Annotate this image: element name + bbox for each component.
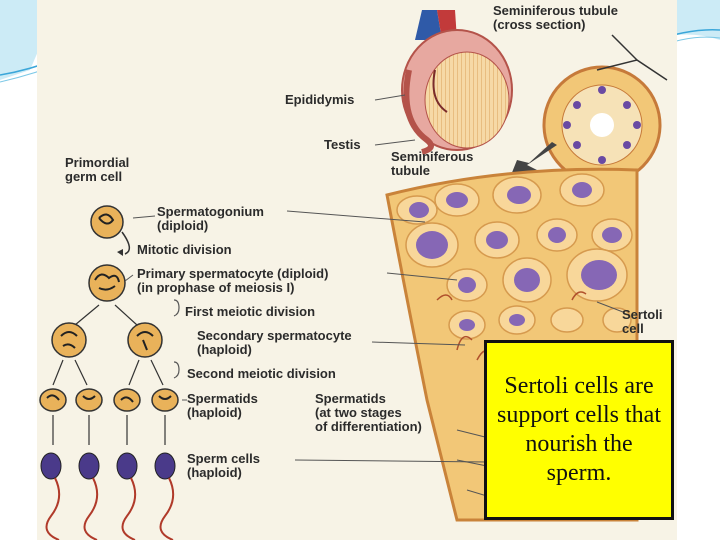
secondary-spermatocyte-label: Secondary spermatocyte (haploid)	[197, 328, 352, 357]
sperm-cells-label: Sperm cells (haploid)	[187, 451, 260, 480]
epididymis-label: Epididymis	[285, 92, 355, 107]
seminiferous-tubule-cross-section-label: Seminiferous tubule (cross section)	[493, 3, 618, 32]
bracket-marks	[173, 299, 180, 379]
first-meiotic-division-label: First meiotic division	[185, 304, 316, 319]
sertoli-callout-text: Sertoli cells are support cells that nou…	[497, 373, 661, 486]
spermatids-two-stages-label: Spermatids (at two stages of differentia…	[315, 391, 422, 434]
primordial-germ-cell-label: Primordial germ cell	[65, 155, 130, 184]
spermatogonium-label: Spermatogonium (diploid)	[157, 204, 264, 233]
second-meiotic-division-label: Second meiotic division	[187, 366, 336, 381]
seminiferous-tubule-label: Seminiferous tubule	[391, 149, 474, 178]
primary-spermatocyte-label: Primary spermatocyte (diploid) (in proph…	[137, 266, 329, 295]
testis-label: Testis	[324, 137, 361, 152]
mitotic-division-label: Mitotic division	[137, 242, 232, 257]
sertoli-cell-label: Sertoli cell	[622, 307, 663, 336]
sertoli-callout-box: Sertoli cells are support cells that nou…	[484, 340, 674, 520]
spermatids-haploid-label: Spermatids (haploid)	[187, 391, 258, 420]
tubule-cross-section-drawing	[542, 34, 668, 185]
leader-lines	[124, 94, 624, 463]
cell-lineage-drawing	[39, 205, 179, 540]
testis-drawing	[401, 10, 513, 155]
